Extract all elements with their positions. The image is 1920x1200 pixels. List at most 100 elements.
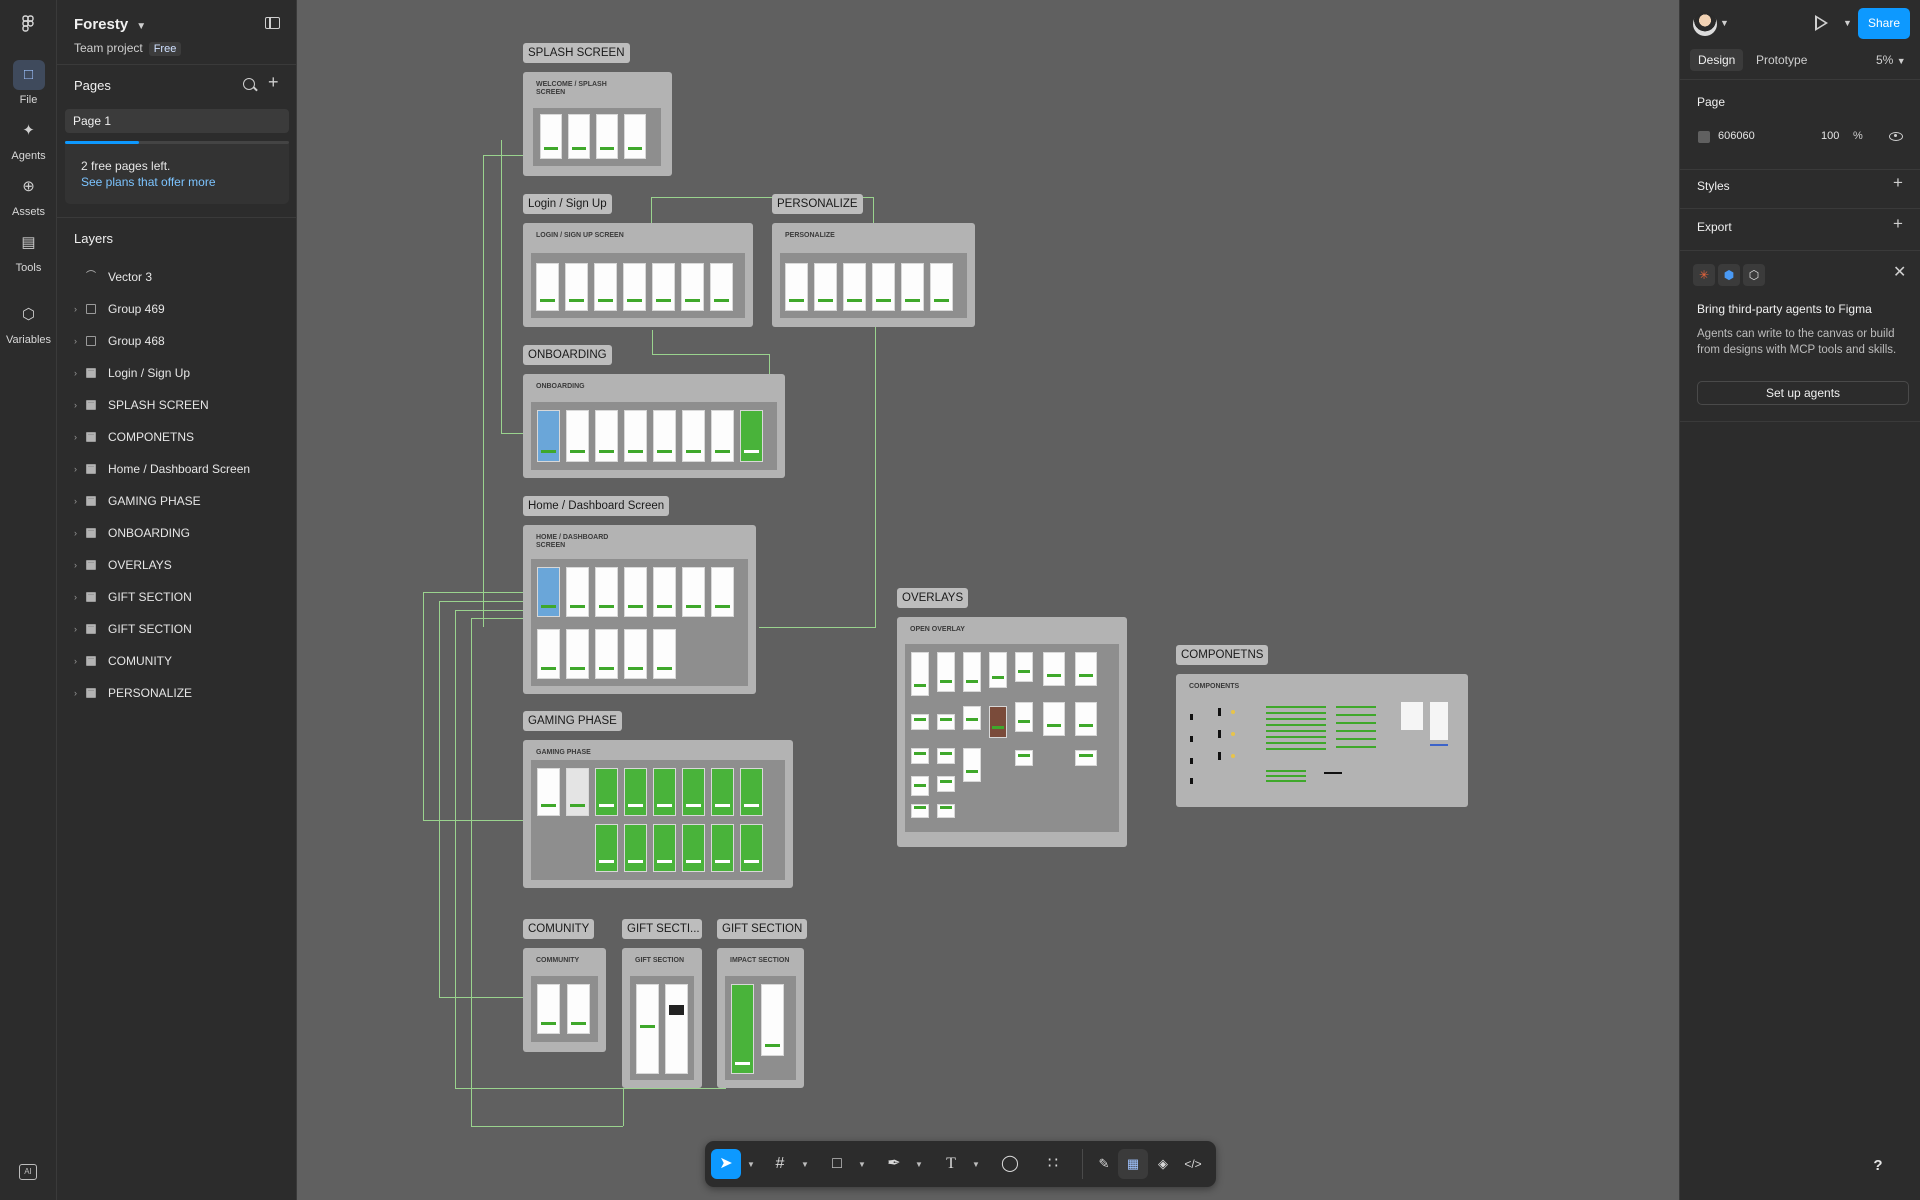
share-button[interactable]: Share [1858, 8, 1910, 39]
layer-item[interactable]: ›OVERLAYS [57, 552, 297, 578]
fill-opacity-input[interactable]: 100 [1821, 130, 1840, 142]
frame-home-dashboard[interactable]: HOME / DASHBOARD SCREEN [523, 525, 756, 694]
frame-label-login[interactable]: Login / Sign Up [523, 194, 612, 214]
add-export-icon[interactable]: + [1893, 214, 1903, 233]
chevron-down-icon[interactable]: ▼ [1843, 18, 1852, 28]
add-page-icon[interactable]: + [268, 72, 279, 92]
frame-label-community[interactable]: COMUNITY [523, 919, 595, 939]
frame-gaming-phase[interactable]: GAMING PHASE [523, 740, 793, 888]
chevron-down-icon[interactable]: ▼ [972, 1160, 980, 1169]
rail-file[interactable]: □ File [0, 60, 57, 106]
tab-design[interactable]: Design [1690, 49, 1744, 71]
ai-icon[interactable]: AI [19, 1164, 37, 1180]
text-tool-icon[interactable]: T [946, 1155, 956, 1172]
frame-label-onboarding[interactable]: ONBOARDING [523, 345, 612, 365]
layer-item[interactable]: ›Login / Sign Up [57, 360, 297, 386]
close-icon[interactable]: ✕ [1893, 264, 1907, 281]
user-avatar[interactable] [1693, 12, 1717, 36]
frame-personalize[interactable]: PERSONALIZE [772, 223, 975, 327]
layer-item[interactable]: ›ONBOARDING [57, 520, 297, 546]
frame-splash-screen[interactable]: WELCOME / SPLASH SCREEN [523, 72, 672, 176]
plan-badge[interactable]: Free [148, 42, 182, 56]
frame-label-splash[interactable]: SPLASH SCREEN [523, 43, 630, 63]
page-item-page-1[interactable]: Page 1 [65, 109, 289, 133]
setup-agents-button[interactable]: Set up agents [1697, 381, 1909, 405]
design-mode-icon[interactable]: ▦ [1118, 1149, 1148, 1179]
draw-mode-icon[interactable]: ✎ [1098, 1156, 1110, 1171]
move-tool-icon[interactable]: ➤ [711, 1149, 741, 1179]
layer-item[interactable]: ›COMUNITY [57, 648, 297, 674]
chevron-right-icon[interactable]: › [74, 624, 77, 634]
frame-label-overlays[interactable]: OVERLAYS [897, 588, 969, 608]
chevron-right-icon[interactable]: › [74, 432, 77, 442]
layer-item[interactable]: ⌒Vector 3 [57, 264, 297, 290]
layer-item[interactable]: ›Home / Dashboard Screen [57, 456, 297, 482]
layer-item[interactable]: ›Group 468 [57, 328, 297, 354]
rail-tools[interactable]: ▤ Tools [0, 228, 57, 274]
chevron-right-icon[interactable]: › [74, 656, 77, 666]
chevron-down-icon[interactable]: ▼ [747, 1160, 755, 1169]
chevron-right-icon[interactable]: › [74, 400, 77, 410]
pen-tool-icon[interactable]: ✒ [887, 1155, 901, 1172]
components-mode-icon[interactable]: ◈ [1158, 1156, 1168, 1171]
rectangle-tool-icon[interactable]: □ [832, 1155, 842, 1172]
chevron-down-icon[interactable]: ▼ [801, 1160, 809, 1169]
rail-assets[interactable]: ⊕ Assets [0, 172, 57, 218]
fill-hex-input[interactable]: 606060 [1718, 130, 1755, 142]
chevron-down-icon[interactable]: ▼ [915, 1160, 923, 1169]
frame-overlays[interactable]: OPEN OVERLAY [897, 617, 1127, 847]
canvas[interactable]: SPLASH SCREEN WELCOME / SPLASH SCREEN Lo… [297, 0, 1679, 1200]
frame-tool-icon[interactable]: # [775, 1155, 785, 1172]
frame-gift-section[interactable]: GIFT SECTION [622, 948, 702, 1088]
chevron-right-icon[interactable]: › [74, 336, 77, 346]
eye-icon[interactable] [1889, 132, 1903, 141]
figma-logo-icon[interactable] [18, 14, 38, 34]
search-icon[interactable] [243, 78, 255, 90]
frame-label-gift-2[interactable]: GIFT SECTION [717, 919, 808, 939]
frame-components[interactable]: COMPONENTS [1176, 674, 1468, 807]
frame-label-gaming[interactable]: GAMING PHASE [523, 711, 622, 731]
frame-title: HOME / DASHBOARD SCREEN [536, 534, 609, 549]
frame-label-home[interactable]: Home / Dashboard Screen [523, 496, 670, 516]
chevron-right-icon[interactable]: › [74, 688, 77, 698]
chevron-down-icon[interactable]: ▼ [858, 1160, 866, 1169]
frame-onboarding[interactable]: ONBOARDING [523, 374, 785, 478]
sidebar-toggle-icon[interactable] [265, 17, 280, 29]
frame-impact-section[interactable]: IMPACT SECTION [717, 948, 804, 1088]
chevron-right-icon[interactable]: › [74, 464, 77, 474]
dev-mode-icon[interactable]: </> [1184, 1157, 1202, 1171]
frame-label-components[interactable]: COMPONETNS [1176, 645, 1269, 665]
help-button[interactable]: ? [1862, 1150, 1894, 1182]
comment-tool-icon[interactable]: ◯ [1001, 1155, 1019, 1172]
chevron-right-icon[interactable]: › [74, 528, 77, 538]
frame-label-personalize[interactable]: PERSONALIZE [772, 194, 863, 214]
play-icon[interactable] [1815, 15, 1828, 31]
frame-login-signup[interactable]: LOGIN / SIGN UP SCREEN [523, 223, 753, 327]
chevron-down-icon[interactable]: ▼ [1720, 18, 1729, 28]
color-swatch[interactable] [1698, 131, 1710, 143]
frame-label-gift-1[interactable]: GIFT SECTI... [622, 919, 702, 939]
layer-item[interactable]: ›Group 469 [57, 296, 297, 322]
add-style-icon[interactable]: + [1893, 173, 1903, 192]
prototype-connector [455, 1088, 725, 1089]
rail-variables[interactable]: ⬡ Variables [0, 300, 57, 346]
layer-item[interactable]: ›GIFT SECTION [57, 616, 297, 642]
layer-item[interactable]: ›GIFT SECTION [57, 584, 297, 610]
file-name-menu[interactable]: Foresty▼ [74, 16, 146, 33]
layer-item[interactable]: ›PERSONALIZE [57, 680, 297, 706]
layer-item[interactable]: ›COMPONETNS [57, 424, 297, 450]
chevron-right-icon[interactable]: › [74, 496, 77, 506]
chevron-right-icon[interactable]: › [74, 368, 77, 378]
see-plans-link[interactable]: See plans that offer more [81, 175, 216, 189]
tab-prototype[interactable]: Prototype [1756, 53, 1808, 67]
layer-item[interactable]: ›SPLASH SCREEN [57, 392, 297, 418]
chevron-right-icon[interactable]: › [74, 560, 77, 570]
page-fill-row[interactable]: 606060 100 % [1693, 125, 1908, 149]
chevron-right-icon[interactable]: › [74, 592, 77, 602]
layer-item[interactable]: ›GAMING PHASE [57, 488, 297, 514]
frame-community[interactable]: COMMUNITY [523, 948, 606, 1052]
rail-agents[interactable]: ✦ Agents [0, 116, 57, 162]
actions-tool-icon[interactable]: ∷ [1047, 1155, 1059, 1172]
chevron-right-icon[interactable]: › [74, 304, 77, 314]
zoom-menu[interactable]: 5% ▼ [1876, 53, 1906, 67]
